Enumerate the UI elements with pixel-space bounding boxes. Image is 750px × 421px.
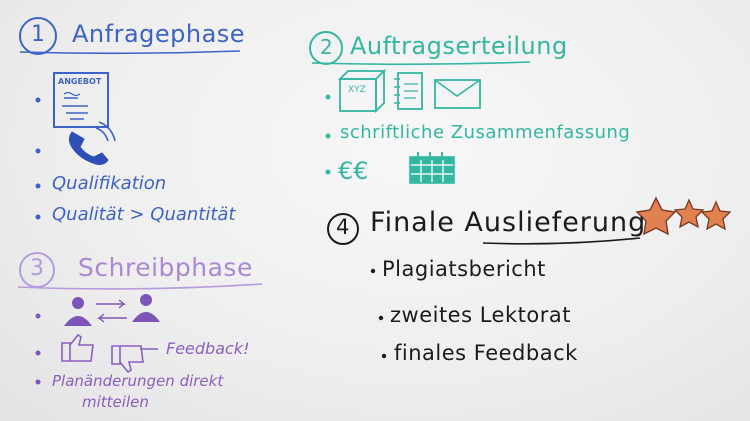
bullet bbox=[35, 97, 41, 103]
section2-underline bbox=[311, 61, 531, 66]
thumbs-down-icon bbox=[111, 345, 144, 374]
star-icon bbox=[635, 196, 677, 236]
section4-item-plagiatsbericht: Plagiatsbericht bbox=[382, 257, 546, 281]
envelope-icon bbox=[434, 79, 481, 109]
section3-feedback: Feedback! bbox=[166, 339, 250, 358]
bullet bbox=[35, 214, 41, 220]
bullet bbox=[325, 169, 331, 175]
bullet bbox=[35, 183, 41, 189]
section4-item-lektorat: zweites Lektorat bbox=[390, 303, 571, 327]
section3-underline bbox=[17, 283, 263, 290]
section2-title: Auftragserteilung bbox=[350, 32, 568, 60]
thumbs-up-icon bbox=[61, 333, 94, 362]
star-icon bbox=[673, 198, 705, 229]
box-icon bbox=[337, 68, 387, 114]
section1-number-circle bbox=[19, 17, 57, 55]
star-icon bbox=[700, 200, 732, 231]
phone-icon bbox=[68, 121, 116, 165]
section2-number: 2 bbox=[320, 35, 333, 59]
section3-title: Schreibphase bbox=[78, 253, 253, 282]
section1-item-qualitaet: Qualität > Quantität bbox=[52, 204, 236, 225]
section4-number: 4 bbox=[336, 215, 350, 239]
bullet bbox=[381, 353, 387, 359]
bullet bbox=[378, 315, 384, 321]
section4-underline bbox=[482, 237, 641, 245]
section1-item-qualifikation: Qualifikation bbox=[52, 173, 167, 194]
bullet bbox=[35, 148, 41, 154]
section2-item-zusammenfassung: schriftliche Zusammenfassung bbox=[340, 122, 631, 143]
box-label: XYZ bbox=[348, 85, 366, 95]
notebook-icon bbox=[394, 72, 423, 110]
section1-number: 1 bbox=[31, 22, 45, 47]
bullet bbox=[35, 350, 41, 356]
section1-title: Anfragephase bbox=[72, 20, 246, 48]
section4-number-circle bbox=[327, 213, 359, 245]
calendar-icon bbox=[409, 152, 455, 184]
bullet bbox=[325, 133, 331, 139]
section3-note-line1: Planänderungen direkt bbox=[52, 372, 224, 390]
bullet bbox=[325, 94, 331, 100]
section4-item-feedback: finales Feedback bbox=[394, 341, 578, 365]
bullet bbox=[370, 268, 376, 274]
document-label: ANGEBOT bbox=[58, 77, 102, 86]
section3-number: 3 bbox=[30, 256, 44, 281]
bullet bbox=[35, 379, 41, 385]
document-icon bbox=[53, 72, 109, 128]
section4-title: Finale Auslieferung bbox=[370, 207, 647, 238]
section2-currency: €€ bbox=[338, 157, 369, 185]
bullet bbox=[35, 313, 41, 319]
section1-underline bbox=[19, 50, 241, 55]
people-icon bbox=[64, 294, 160, 326]
section3-note-line2: mitteilen bbox=[82, 393, 149, 411]
